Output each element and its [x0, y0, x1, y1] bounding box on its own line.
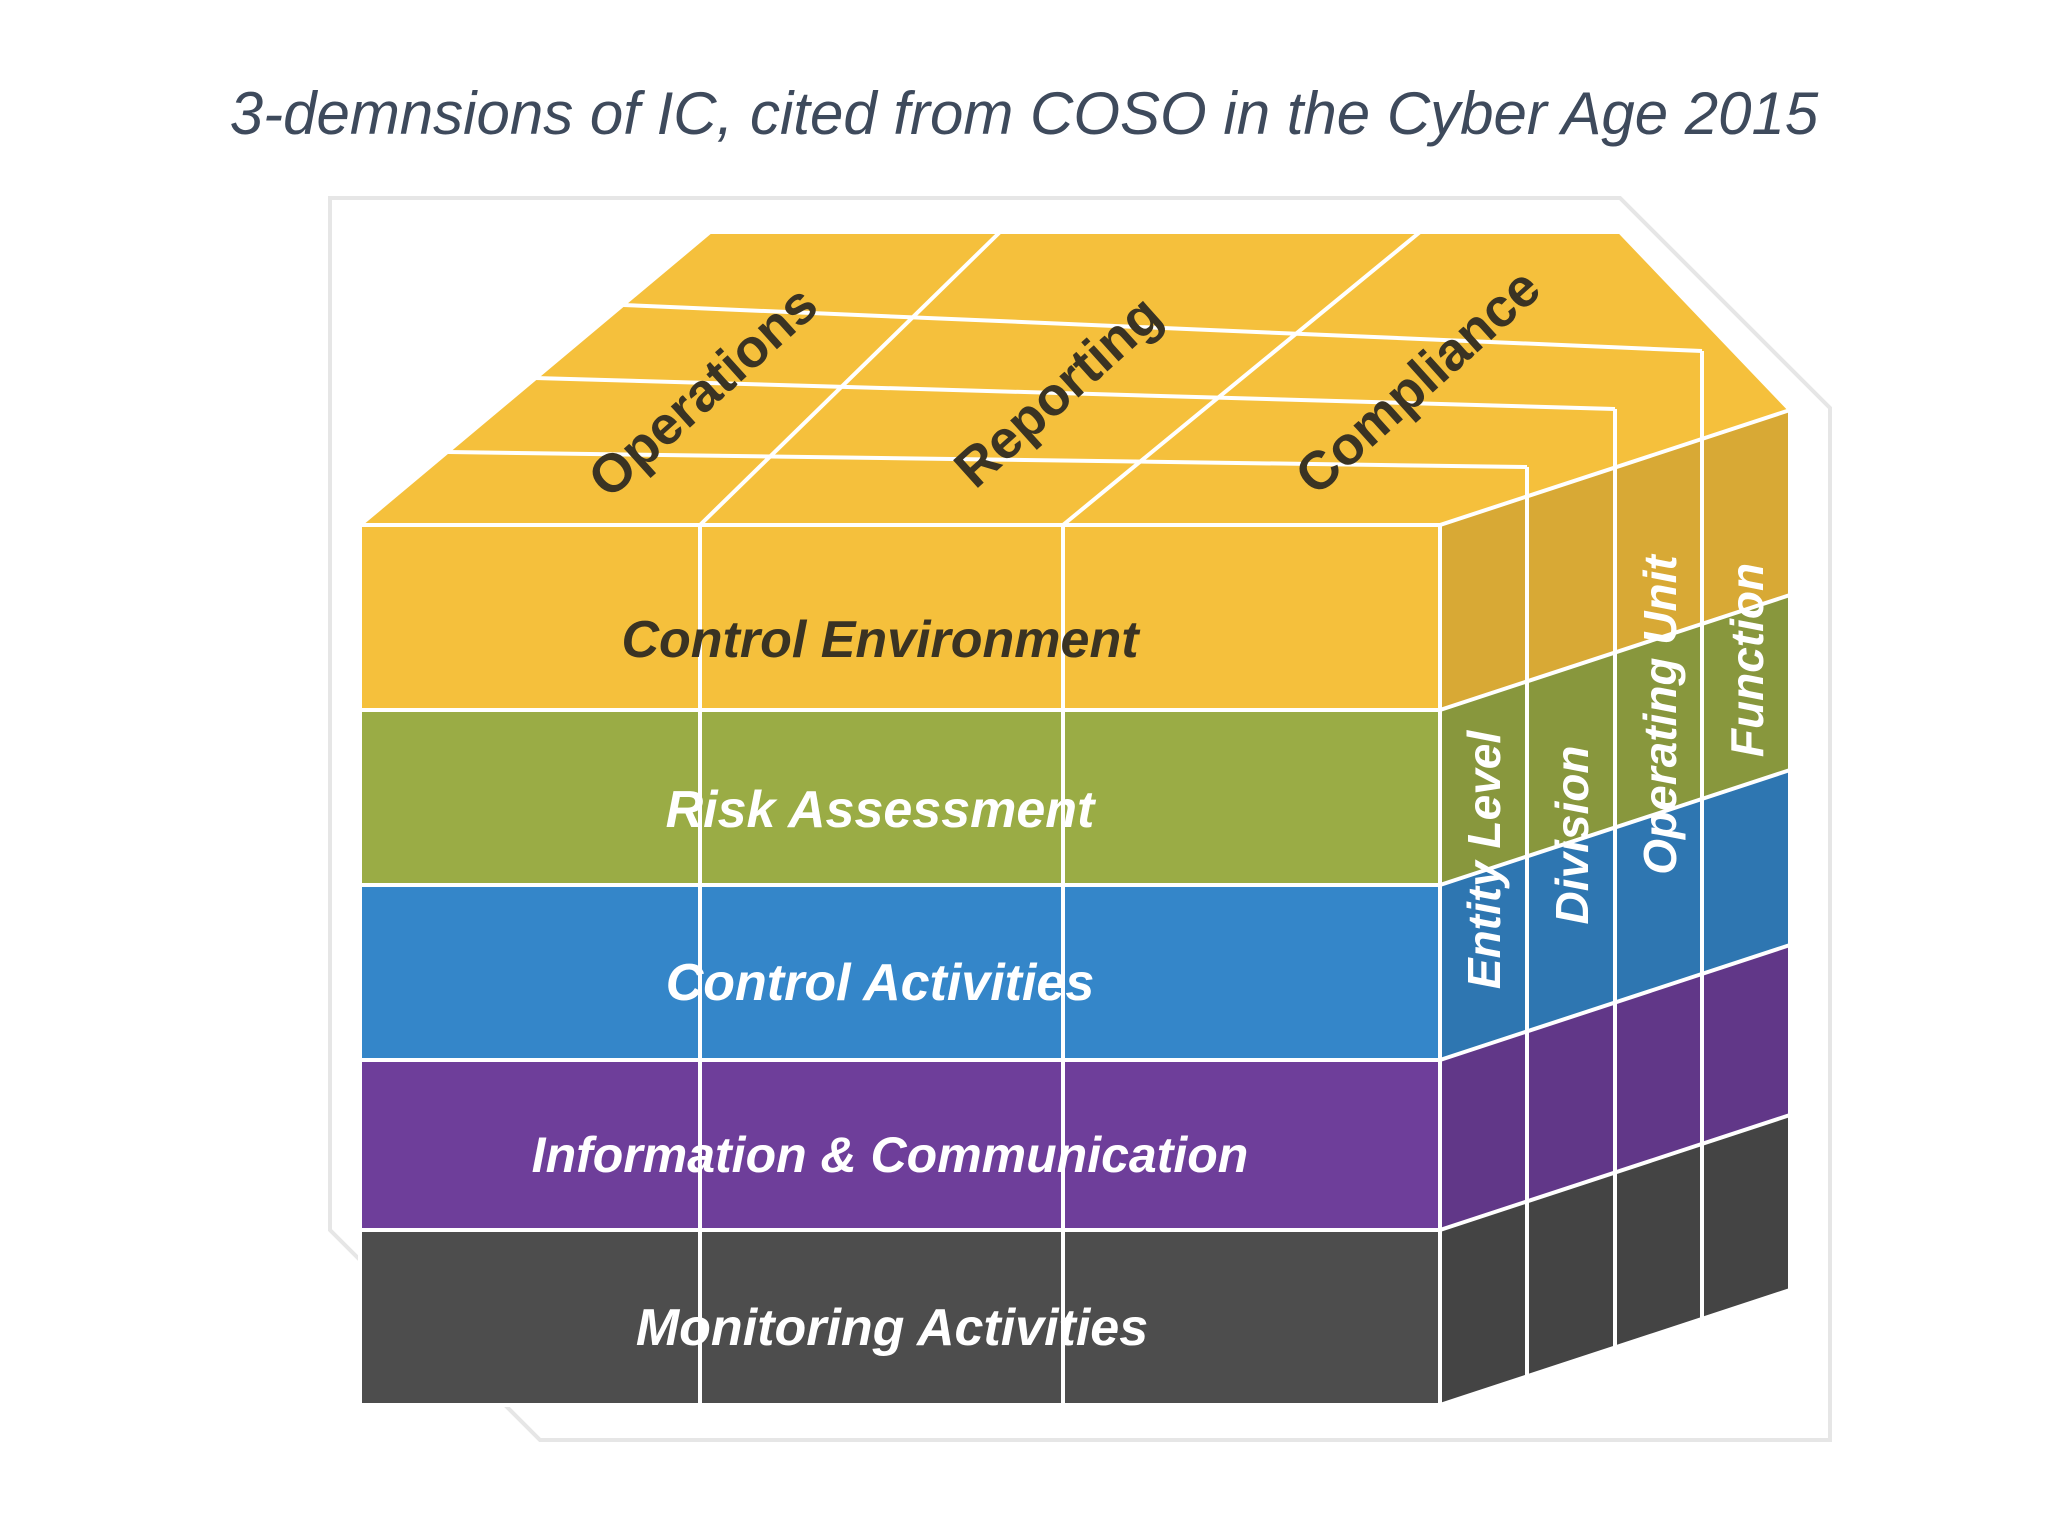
cube-grid-lines: [354, 230, 1794, 1407]
front-band-risk-assessment: [360, 710, 1440, 885]
component-label-information-communication: Information & Communication: [532, 1127, 1249, 1183]
front-band-control-environment: [360, 525, 1440, 710]
top-face: [360, 232, 1790, 525]
front-band-control-activities: [360, 885, 1440, 1060]
component-label-control-activities: Control Activities: [666, 954, 1095, 1012]
component-label-risk-assessment: Risk Assessment: [666, 781, 1097, 839]
front-face: [360, 525, 1440, 1405]
structure-label-function: Function: [1721, 563, 1773, 757]
component-label-monitoring-activities: Monitoring Activities: [636, 1299, 1148, 1357]
component-labels: Control Environment Risk Assessment Cont…: [532, 611, 1249, 1357]
structure-labels: Entity Level Division Operating Unit Fun…: [1458, 554, 1773, 989]
structure-label-entity-level: Entity Level: [1458, 730, 1510, 989]
structure-label-operating-unit: Operating Unit: [1634, 554, 1686, 875]
front-band-monitoring-activities: [360, 1230, 1440, 1405]
front-band-information-communication: [360, 1060, 1440, 1230]
structure-label-division: Division: [1546, 746, 1598, 925]
page-title: 3-demnsions of IC, cited from COSO in th…: [229, 80, 1819, 147]
component-label-control-environment: Control Environment: [621, 611, 1141, 669]
